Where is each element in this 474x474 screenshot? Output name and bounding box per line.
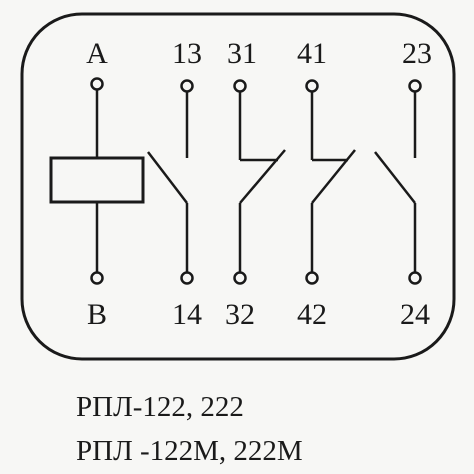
contact-31-32-bottom-pin xyxy=(233,271,247,285)
contact-23-24: 23 24 xyxy=(374,37,432,331)
contact-23-24-bottom-label: 24 xyxy=(400,298,430,331)
coil-group: A B xyxy=(49,37,145,331)
contact-41-42-top-label: 41 xyxy=(297,37,327,70)
contact-31-32-top-pin xyxy=(233,79,247,93)
contact-31-32-top-label: 31 xyxy=(227,37,257,70)
contact-13-14-top-pin xyxy=(180,79,194,93)
coil-terminal-a-label: A xyxy=(86,37,108,70)
contact-41-42-top-pin xyxy=(305,79,319,93)
contact-31-32-blade xyxy=(239,149,286,204)
coil-body xyxy=(49,156,145,204)
contact-13-14-top-label: 13 xyxy=(172,37,202,70)
contact-41-42-bottom-pin xyxy=(305,271,319,285)
contact-13-14-blade xyxy=(147,151,188,204)
contact-23-24-bottom-pin xyxy=(408,271,422,285)
contact-23-24-top-pin xyxy=(408,79,422,93)
contact-13-14-bottom-pin xyxy=(180,271,194,285)
coil-terminal-a-pin xyxy=(90,77,104,91)
contact-13-14: 13 14 xyxy=(147,37,202,331)
relay-enclosure-outline xyxy=(20,12,456,361)
contact-13-14-bottom-label: 14 xyxy=(172,298,202,331)
contact-41-42-bottom-label: 42 xyxy=(297,298,327,331)
model-caption-line-1: РПЛ-122, 222 xyxy=(76,391,244,423)
contact-31-32: 31 32 xyxy=(225,37,286,331)
coil-terminal-b-pin xyxy=(90,271,104,285)
contact-23-24-top-label: 23 xyxy=(402,37,432,70)
contact-31-32-bottom-label: 32 xyxy=(225,298,255,331)
model-caption-line-2: РПЛ -122М, 222М xyxy=(76,435,303,467)
coil-terminal-b-label: B xyxy=(87,298,107,331)
contact-23-24-blade xyxy=(374,151,416,204)
contact-41-42-blade xyxy=(311,149,356,204)
contact-41-42: 41 42 xyxy=(297,37,356,331)
